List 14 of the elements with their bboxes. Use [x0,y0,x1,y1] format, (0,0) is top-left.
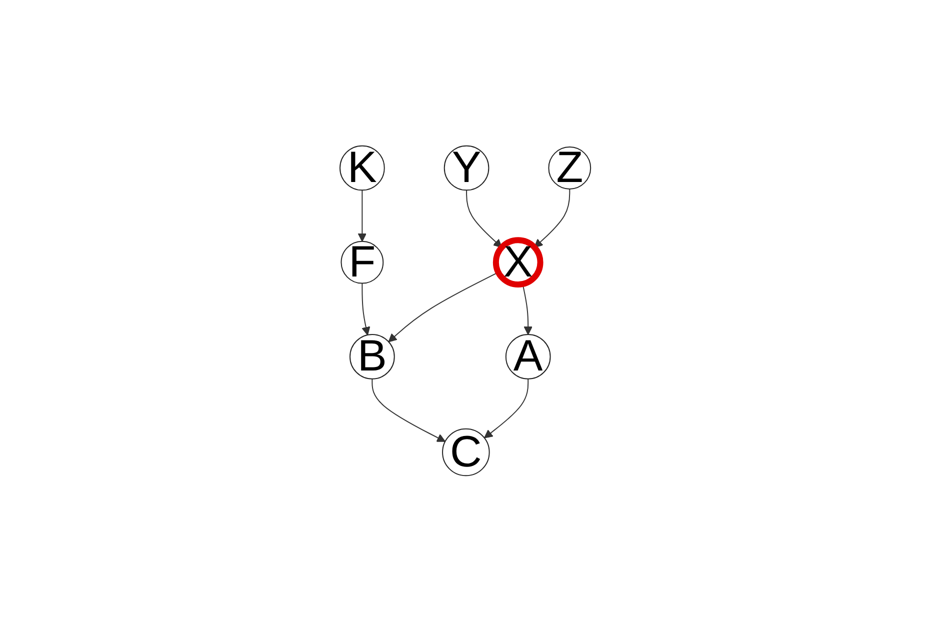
arrow [357,190,366,242]
node-circle: X [492,237,543,288]
arrow [484,378,528,438]
node-circle: B [349,334,395,380]
arrow [466,190,502,248]
node-circle: Z [548,146,591,190]
node-circle: F [340,240,384,284]
node-circle: Y [444,145,489,191]
arrow [371,378,446,442]
node-circle: A [505,334,550,380]
node-circle: K [339,145,385,191]
node-circle: C [442,428,490,476]
arrow [361,282,370,336]
arrow [534,188,570,248]
